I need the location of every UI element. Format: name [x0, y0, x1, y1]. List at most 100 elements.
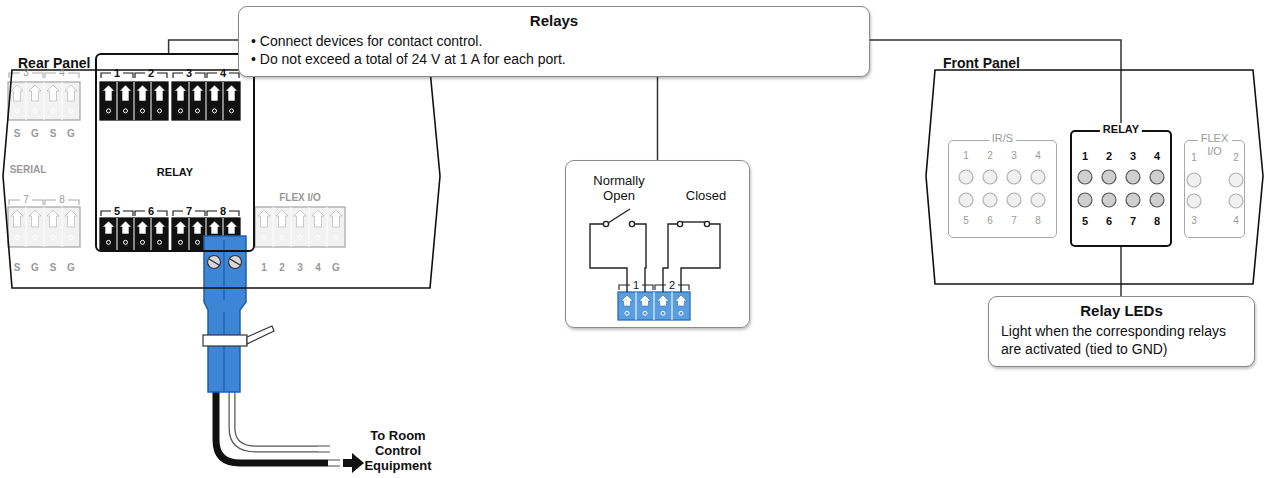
wire-entry [154, 85, 166, 101]
pin-divider [117, 218, 118, 250]
pin-divider [26, 207, 27, 247]
led [1102, 193, 1116, 207]
pin-screw [196, 109, 200, 113]
pin-screw [158, 109, 162, 113]
pin-divider [117, 82, 118, 120]
node-text: IR/S [989, 132, 1016, 145]
panel-label: SERIAL [10, 164, 47, 176]
switch-lever [682, 221, 705, 222]
panel-label: 4 [315, 262, 321, 274]
wire-entry [621, 295, 633, 306]
panel-label: 1 [1082, 150, 1088, 162]
node-text: Front Panel [943, 55, 1020, 71]
panel-label: G [67, 262, 75, 274]
contact [677, 221, 682, 226]
pin-screw [69, 235, 73, 239]
pin-divider [189, 82, 190, 120]
pin-screw [316, 235, 320, 239]
pin-divider [151, 218, 152, 250]
panel-label: S [50, 128, 57, 140]
wire-entry [47, 85, 59, 101]
panel-label: 3 [297, 262, 303, 274]
pin-screw [643, 311, 647, 315]
pin-divider [309, 207, 310, 247]
switch-lever [608, 209, 630, 223]
panel-label: 3 [1191, 215, 1197, 227]
pin-screw [51, 235, 55, 239]
panel-label: 2 [987, 150, 993, 162]
wire-entry [103, 221, 115, 234]
leader-line [870, 40, 1121, 130]
pin-divider [26, 82, 27, 120]
panel-label: 2 [279, 262, 285, 274]
panel-outline-shape [926, 70, 1263, 284]
pin-screw [280, 235, 284, 239]
pin-screw [179, 109, 183, 113]
led [1126, 170, 1140, 184]
panel-label: 8 [1154, 215, 1160, 227]
wire-entry [209, 85, 221, 101]
callout-box: Relay LEDsLight when the corresponding r… [988, 296, 1255, 367]
pin-screw [33, 235, 37, 239]
cable-tie-tail [247, 326, 274, 344]
pin-divider [44, 207, 45, 247]
wire-entry [226, 85, 238, 101]
pin-screw [15, 235, 19, 239]
panel-label: To Room Control Equipment [356, 428, 440, 473]
terminal-block [100, 218, 168, 250]
panel-label: 3 [186, 67, 192, 79]
node-text: • Do not exceed a total of 24 V at 1 A f… [251, 50, 857, 68]
panel-label: 5 [1082, 215, 1088, 227]
pin-divider [189, 218, 190, 250]
pin-divider [327, 207, 328, 247]
wire-entry [276, 210, 288, 227]
contact [603, 221, 608, 226]
panel-label: G [332, 262, 340, 274]
pin-screw [661, 311, 665, 315]
white-wire [232, 392, 318, 449]
pin-screw [141, 109, 145, 113]
node-text: Rear Panel [18, 55, 90, 71]
relay-port-group: RELAY [95, 53, 255, 252]
wire-entry [226, 221, 238, 234]
node-text: Relays [251, 12, 857, 29]
pin-divider [654, 292, 655, 320]
wire-entry [330, 210, 342, 227]
stripped-end [318, 446, 330, 452]
pin-divider [151, 82, 152, 120]
pin-screw [334, 235, 338, 239]
panel-label: 8 [59, 194, 65, 206]
pin-divider [223, 82, 224, 120]
panel-outline [0, 52, 442, 292]
led [959, 170, 973, 184]
pin-divider [62, 82, 63, 120]
wire-entry [120, 221, 132, 234]
wire-entry [258, 210, 270, 227]
callout-box: Relays • Connect devices for contact cont… [238, 6, 870, 77]
terminal-block [618, 292, 690, 320]
wire-entry [65, 210, 77, 227]
node-text: • Connect devices for contact control. [251, 32, 857, 50]
wire-entry [175, 221, 187, 234]
panel-label: 1 [114, 67, 120, 79]
pin-divider [206, 82, 207, 120]
front-panel: Front PanelIR/SRELAYFLEX I/O [925, 52, 1265, 292]
terminal-block [255, 207, 345, 247]
pin-screw [15, 109, 19, 113]
led [1229, 194, 1243, 208]
panel-outline [925, 52, 1265, 292]
panel-label: 4 [1233, 215, 1239, 227]
led [1187, 173, 1201, 187]
pin-screw [262, 235, 266, 239]
led [1031, 170, 1045, 184]
panel-label: 7 [1011, 215, 1017, 227]
pin-screw [141, 240, 145, 244]
node-text: Relay LEDs [1001, 302, 1242, 319]
panel-label: 6 [987, 215, 993, 227]
led-group: RELAY [1070, 130, 1172, 247]
node-text: RELAY [97, 166, 253, 178]
panel-label: 3 [23, 67, 29, 79]
panel-label: 2 [148, 67, 154, 79]
pin-screw [124, 109, 128, 113]
wire [590, 224, 627, 292]
